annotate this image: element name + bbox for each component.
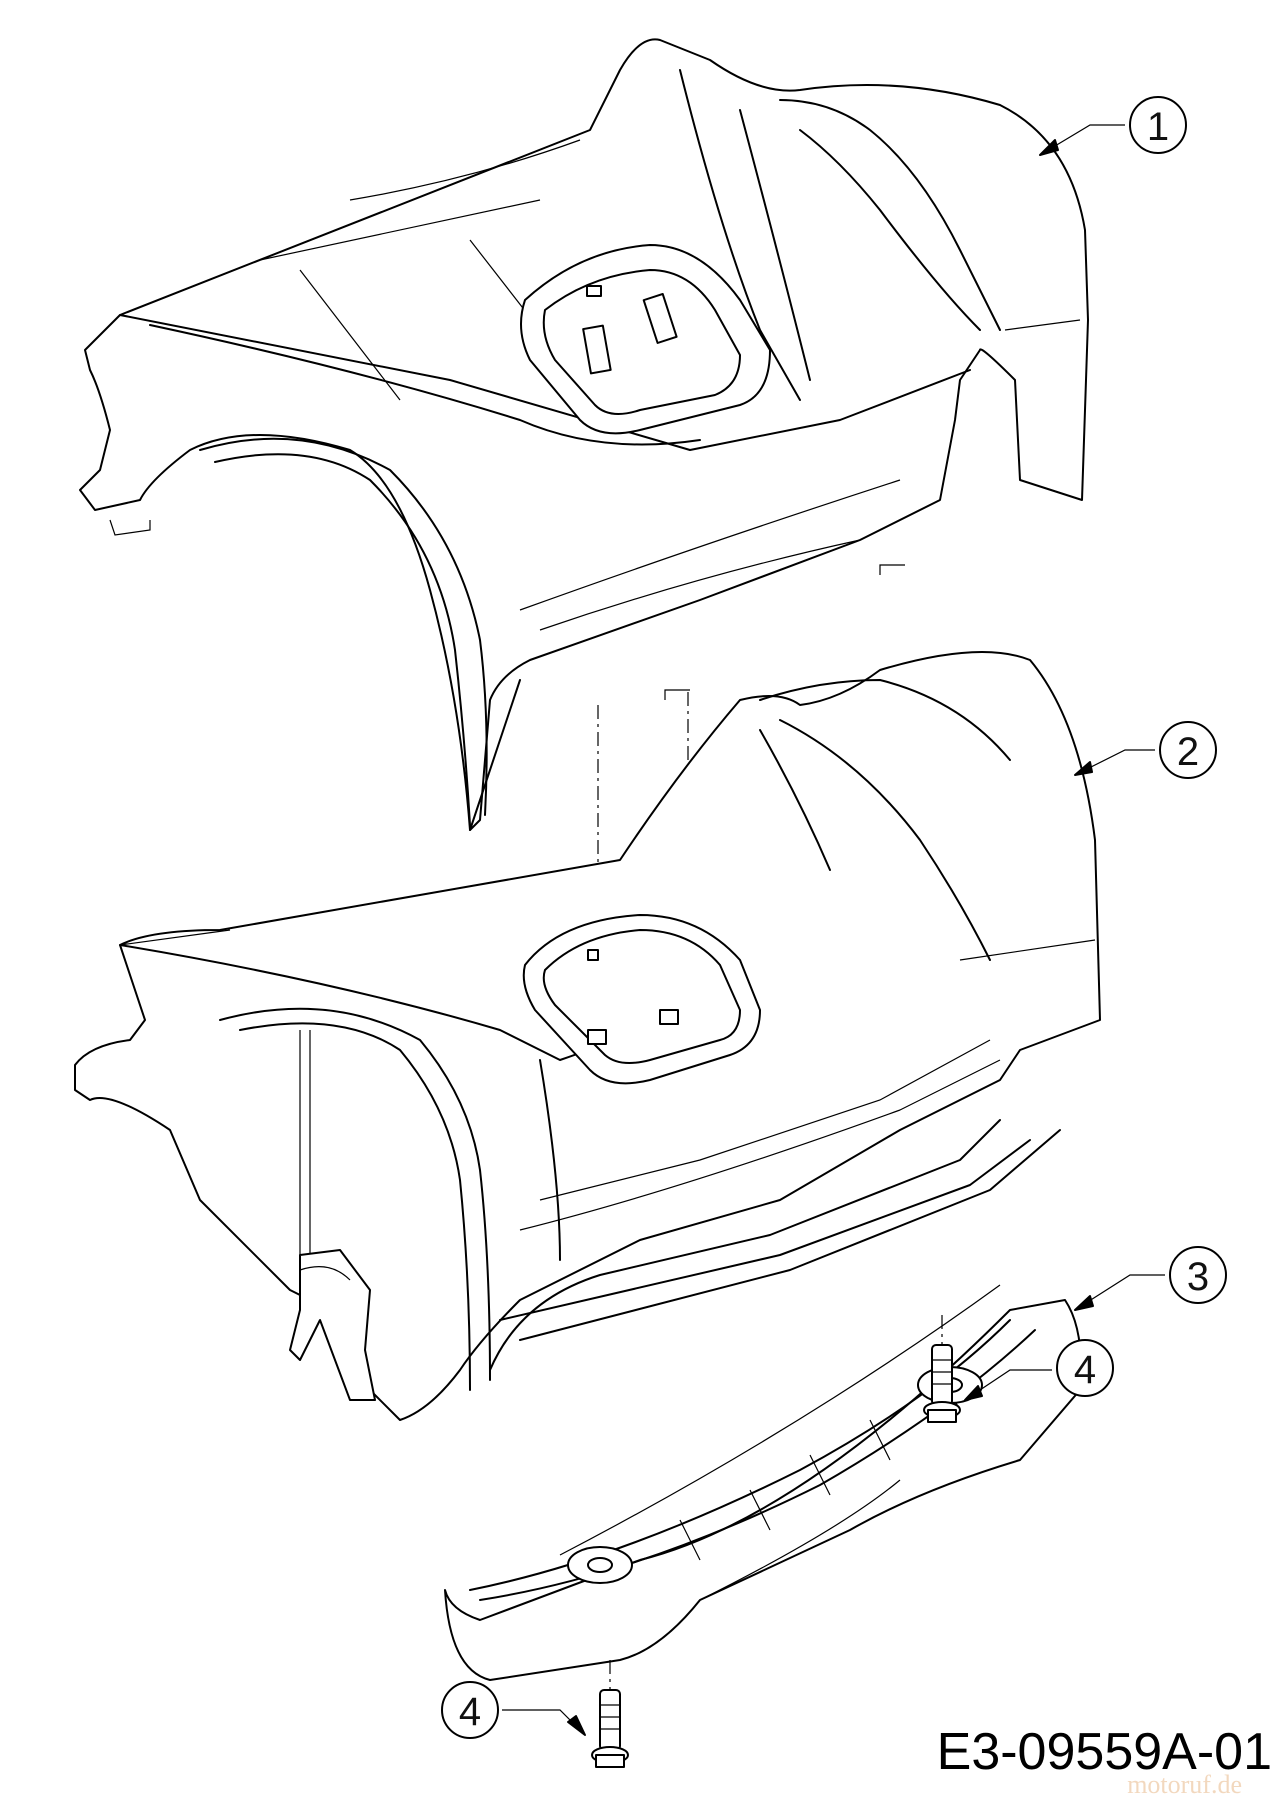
part-4-screw-lower: [591, 1660, 629, 1768]
callout-1: 1: [1039, 96, 1187, 156]
part-2-lower-cover: [74, 651, 1101, 1421]
part-4-screw-upper: [923, 1315, 961, 1423]
callout-3-label: 3: [1187, 1255, 1209, 1299]
callout-4-upper-label: 4: [1074, 1348, 1096, 1392]
callout-2: 2: [1074, 721, 1217, 779]
callout-4-upper: 4: [964, 1339, 1114, 1401]
reference-code: E3-09559A-01: [936, 1723, 1272, 1781]
callout-4-lower: 4: [441, 1681, 586, 1739]
callout-4-lower-label: 4: [459, 1690, 481, 1734]
callout-1-label: 1: [1147, 105, 1169, 149]
callout-2-label: 2: [1177, 730, 1199, 774]
part-1-upper-cover: [79, 38, 1089, 831]
callout-3: 3: [1074, 1246, 1227, 1311]
part-3-front-strip: [444, 1284, 1082, 1681]
watermark: motoruf.de: [1127, 1770, 1242, 1799]
